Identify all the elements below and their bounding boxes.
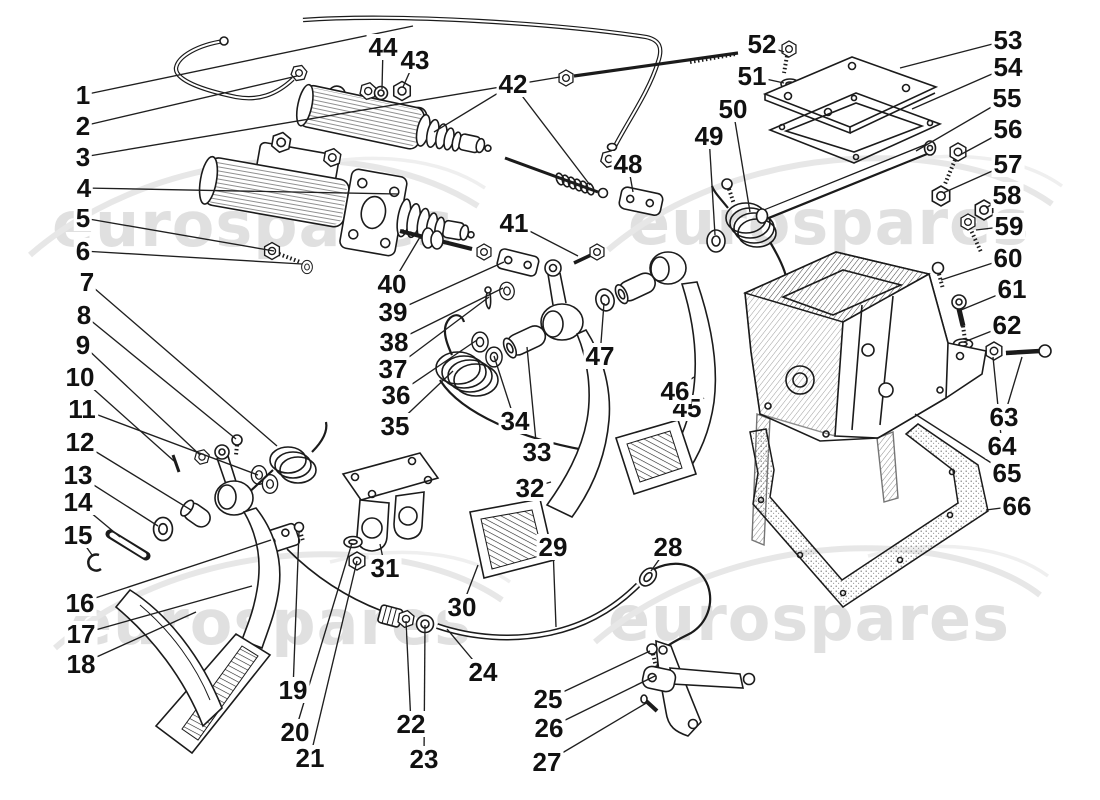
pedal-return-spring bbox=[435, 314, 597, 454]
bolt-washer-5-6 bbox=[263, 241, 313, 275]
fasteners-right bbox=[931, 142, 1052, 361]
leader-line-14 bbox=[77, 501, 121, 538]
accelerator-pedal bbox=[114, 588, 223, 728]
pedal-box-housing bbox=[742, 251, 987, 547]
leader-lines bbox=[77, 25, 1023, 763]
leader-line-21 bbox=[309, 560, 358, 759]
clutch-pivot-small-parts bbox=[87, 421, 328, 572]
leader-line-7 bbox=[86, 281, 278, 447]
leader-line-39 bbox=[392, 261, 505, 313]
leader-line-22 bbox=[405, 620, 412, 725]
long-bolt bbox=[558, 51, 739, 87]
leader-line-49 bbox=[708, 135, 716, 236]
leader-line-6 bbox=[82, 250, 303, 265]
leader-line-33 bbox=[526, 346, 538, 453]
cover-gasket bbox=[767, 92, 943, 164]
pivot-washers-and-spacers bbox=[471, 272, 656, 368]
leader-line-1 bbox=[82, 25, 414, 96]
leader-line-61 bbox=[960, 288, 1013, 311]
leader-line-17 bbox=[80, 585, 253, 635]
leader-line-51 bbox=[751, 75, 785, 84]
leader-line-35 bbox=[394, 370, 454, 427]
base-gasket bbox=[749, 423, 989, 608]
nut-and-washer-43-44 bbox=[373, 80, 412, 102]
leader-line-4 bbox=[83, 187, 399, 195]
leader-line-9 bbox=[82, 344, 201, 456]
pedal-shaft bbox=[755, 140, 937, 224]
leader-line-41 bbox=[513, 222, 579, 257]
clevis-48 bbox=[618, 186, 664, 217]
leader-line-10 bbox=[79, 376, 175, 462]
leader-line-53 bbox=[899, 39, 1009, 69]
leader-line-8 bbox=[83, 314, 237, 440]
clutch-brake-pedal-right bbox=[614, 178, 736, 496]
brake-pipe-long bbox=[302, 15, 663, 170]
leader-line-59 bbox=[975, 225, 1010, 231]
leader-line-47 bbox=[599, 302, 605, 357]
leader-line-38 bbox=[393, 287, 504, 343]
leader-line-63 bbox=[1003, 356, 1023, 418]
leader-line-23 bbox=[423, 624, 426, 760]
leader-line-42 bbox=[512, 83, 591, 186]
leader-line-5 bbox=[82, 217, 275, 252]
leader-line-50 bbox=[732, 108, 751, 213]
bolt-41 bbox=[573, 243, 605, 265]
leader-line-3 bbox=[82, 76, 561, 158]
leader-line-25 bbox=[547, 650, 651, 700]
throttle-bell-crank bbox=[640, 639, 756, 737]
clutch-pushrod-spring bbox=[504, 156, 609, 199]
leader-line-26 bbox=[548, 675, 656, 729]
leader-line-64 bbox=[992, 356, 1003, 447]
leader-line-55 bbox=[915, 97, 1008, 152]
watermark-bottom-right: eurospares bbox=[608, 582, 1011, 655]
leader-line-11 bbox=[81, 408, 259, 476]
throttle-cable bbox=[286, 548, 712, 669]
brake-pipe-short bbox=[173, 36, 309, 101]
leader-line-52 bbox=[761, 43, 785, 53]
leader-line-66 bbox=[985, 505, 1018, 511]
leader-line-34 bbox=[493, 355, 516, 422]
leader-line-18 bbox=[80, 611, 197, 665]
leader-line-29 bbox=[552, 546, 557, 628]
leader-line-43 bbox=[402, 59, 416, 88]
leader-line-16 bbox=[79, 539, 272, 604]
leader-line-60 bbox=[940, 257, 1009, 281]
brake-pushrod-group bbox=[399, 227, 540, 310]
clutch-master-cylinder bbox=[295, 80, 492, 154]
leader-line-2 bbox=[82, 75, 298, 127]
leader-line-12 bbox=[79, 441, 192, 511]
leader-line-46 bbox=[674, 376, 695, 392]
leader-line-19 bbox=[292, 531, 300, 691]
leader-line-27 bbox=[546, 701, 649, 763]
leader-line-58 bbox=[985, 194, 1008, 209]
leader-line-62 bbox=[963, 324, 1008, 343]
pivot-pedestal-bracket bbox=[341, 452, 440, 571]
leader-line-44 bbox=[381, 46, 384, 90]
brake-pedal bbox=[469, 259, 611, 579]
leader-line-15 bbox=[77, 534, 93, 556]
leader-line-32 bbox=[529, 481, 552, 489]
leader-line-56 bbox=[957, 128, 1009, 157]
